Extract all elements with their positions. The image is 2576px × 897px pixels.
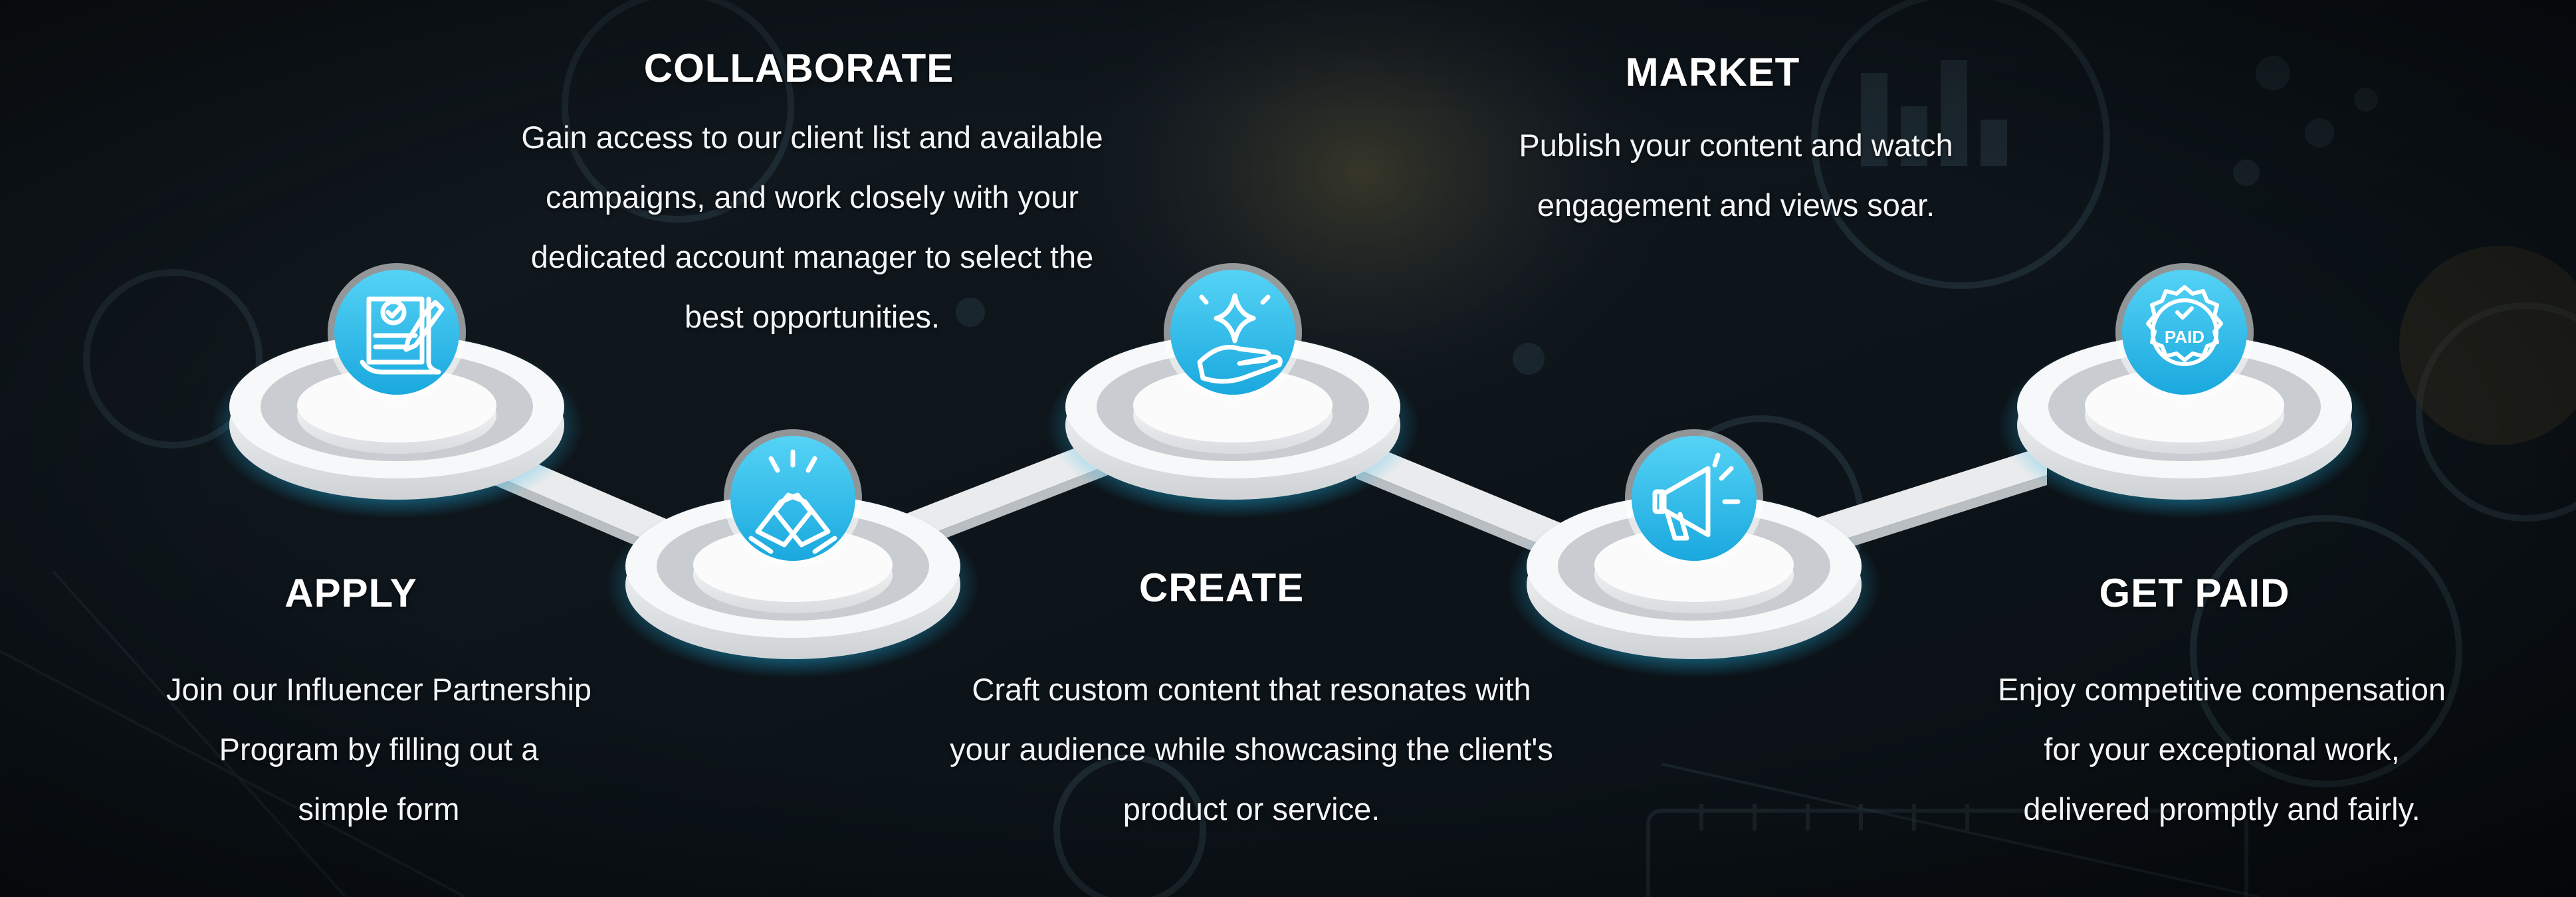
- step-description-get-paid: Enjoy competitive compensation for your …: [1998, 660, 2446, 839]
- step-description-collaborate: Gain access to our client list and avail…: [521, 108, 1103, 347]
- step-description-apply: Join our Influencer Partnership Program …: [166, 660, 591, 839]
- connector-bars: [479, 432, 2047, 578]
- step-node-market: [1508, 429, 1880, 678]
- sparkle-hand-icon: [1197, 293, 1283, 384]
- step-title-apply: APPLY: [284, 571, 417, 615]
- description-line: for your exceptional work,: [2044, 732, 2400, 767]
- step-title-get-paid: GET PAID: [2099, 571, 2290, 615]
- step-node-collaborate: [607, 429, 979, 678]
- paid-badge-icon: [2146, 285, 2223, 366]
- description-line: product or service.: [1123, 791, 1380, 827]
- paid-badge-text: PAID: [2165, 327, 2204, 347]
- handshake-icon: [748, 449, 837, 554]
- megaphone-icon: [1652, 452, 1741, 541]
- description-line: Publish your content and watch: [1519, 128, 1953, 163]
- description-line: dedicated account manager to select the: [530, 239, 1094, 274]
- description-line: Gain access to our client list and avail…: [521, 120, 1103, 155]
- step-description-create: Craft custom content that resonates with…: [950, 660, 1553, 839]
- step-node-get-paid: PAID: [1998, 263, 2371, 518]
- step-title-collaborate: COLLABORATE: [643, 46, 954, 90]
- description-line: Craft custom content that resonates with: [972, 672, 1531, 707]
- step-node-apply: [211, 263, 583, 518]
- step-title-create: CREATE: [1138, 565, 1305, 610]
- description-line: Program by filling out a: [219, 732, 539, 767]
- description-line: Join our Influencer Partnership: [165, 672, 592, 707]
- document-signature-icon: [360, 296, 445, 375]
- step-title-market: MARKET: [1625, 50, 1800, 94]
- step-description-market: Publish your content and watch engagemen…: [1519, 116, 1953, 235]
- description-line: engagement and views soar.: [1537, 187, 1935, 223]
- description-line: your audience while showcasing the clien…: [950, 732, 1553, 767]
- description-line: simple form: [298, 791, 460, 827]
- description-line: best opportunities.: [684, 299, 940, 334]
- step-node-create: [1047, 263, 1419, 518]
- description-line: delivered promptly and fairly.: [2023, 791, 2420, 827]
- description-line: Enjoy competitive compensation: [1997, 672, 2446, 707]
- description-line: campaigns, and work closely with your: [546, 179, 1079, 215]
